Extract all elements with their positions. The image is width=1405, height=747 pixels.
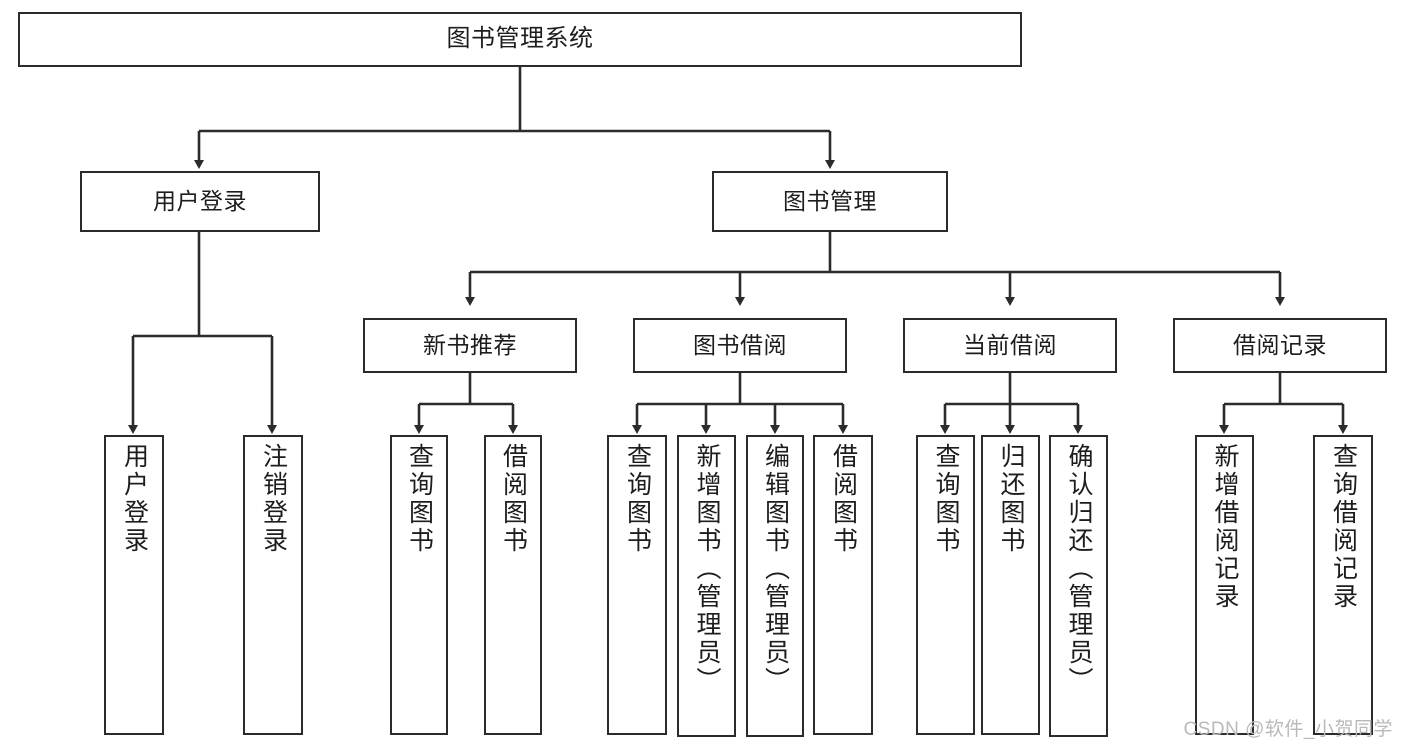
node-current-borrow[interactable]: 当前借阅 [903,318,1117,373]
node-label: 查询借阅记录 [1329,443,1358,611]
node-leaf-query-book-recommend[interactable]: 查询图书 [390,435,448,735]
node-leaf-query-borrow-record[interactable]: 查询借阅记录 [1313,435,1373,735]
node-label: 新增图书（管理员） [693,443,721,695]
node-leaf-confirm-return-admin[interactable]: 确认归还（管理员） [1049,435,1108,737]
node-leaf-return-book[interactable]: 归还图书 [981,435,1040,735]
node-label: 注销登录 [259,443,288,555]
node-leaf-add-borrow-record[interactable]: 新增借阅记录 [1195,435,1254,735]
node-label: 查询图书 [932,443,960,555]
node-leaf-user-login[interactable]: 用户登录 [104,435,164,735]
node-label: 用户登录 [120,443,149,555]
node-label: 确认归还（管理员） [1065,443,1093,695]
node-label: 借阅图书 [499,443,528,555]
node-borrow-record[interactable]: 借阅记录 [1173,318,1387,373]
node-leaf-borrow-book-recommend[interactable]: 借阅图书 [484,435,542,735]
node-leaf-borrow-book[interactable]: 借阅图书 [813,435,873,735]
node-book-borrow[interactable]: 图书借阅 [633,318,847,373]
node-label: 当前借阅 [963,331,1057,358]
node-label: 图书借阅 [693,331,787,358]
node-label: 归还图书 [997,443,1025,555]
node-leaf-edit-book-admin[interactable]: 编辑图书（管理员） [746,435,804,737]
node-label: 借阅图书 [829,443,858,555]
node-label: 查询图书 [405,443,434,555]
node-label: 查询图书 [623,443,652,555]
node-root-system[interactable]: 图书管理系统 [18,12,1022,67]
node-label: 图书管理 [783,187,877,214]
node-new-book-recommend[interactable]: 新书推荐 [363,318,577,373]
node-leaf-query-book-current[interactable]: 查询图书 [916,435,975,735]
node-user-login[interactable]: 用户登录 [80,171,320,232]
node-label: 图书管理系统 [446,25,594,53]
node-leaf-user-logout[interactable]: 注销登录 [243,435,303,735]
node-leaf-query-book-borrow[interactable]: 查询图书 [607,435,667,735]
node-label: 借阅记录 [1233,331,1327,358]
node-label: 新书推荐 [423,331,517,358]
node-label: 编辑图书（管理员） [761,443,790,695]
watermark-text: CSDN @软件_小贺同学 [1183,719,1393,740]
node-book-management[interactable]: 图书管理 [712,171,948,232]
node-leaf-add-book-admin[interactable]: 新增图书（管理员） [677,435,736,737]
node-label: 新增借阅记录 [1211,443,1239,611]
node-label: 用户登录 [153,187,247,214]
